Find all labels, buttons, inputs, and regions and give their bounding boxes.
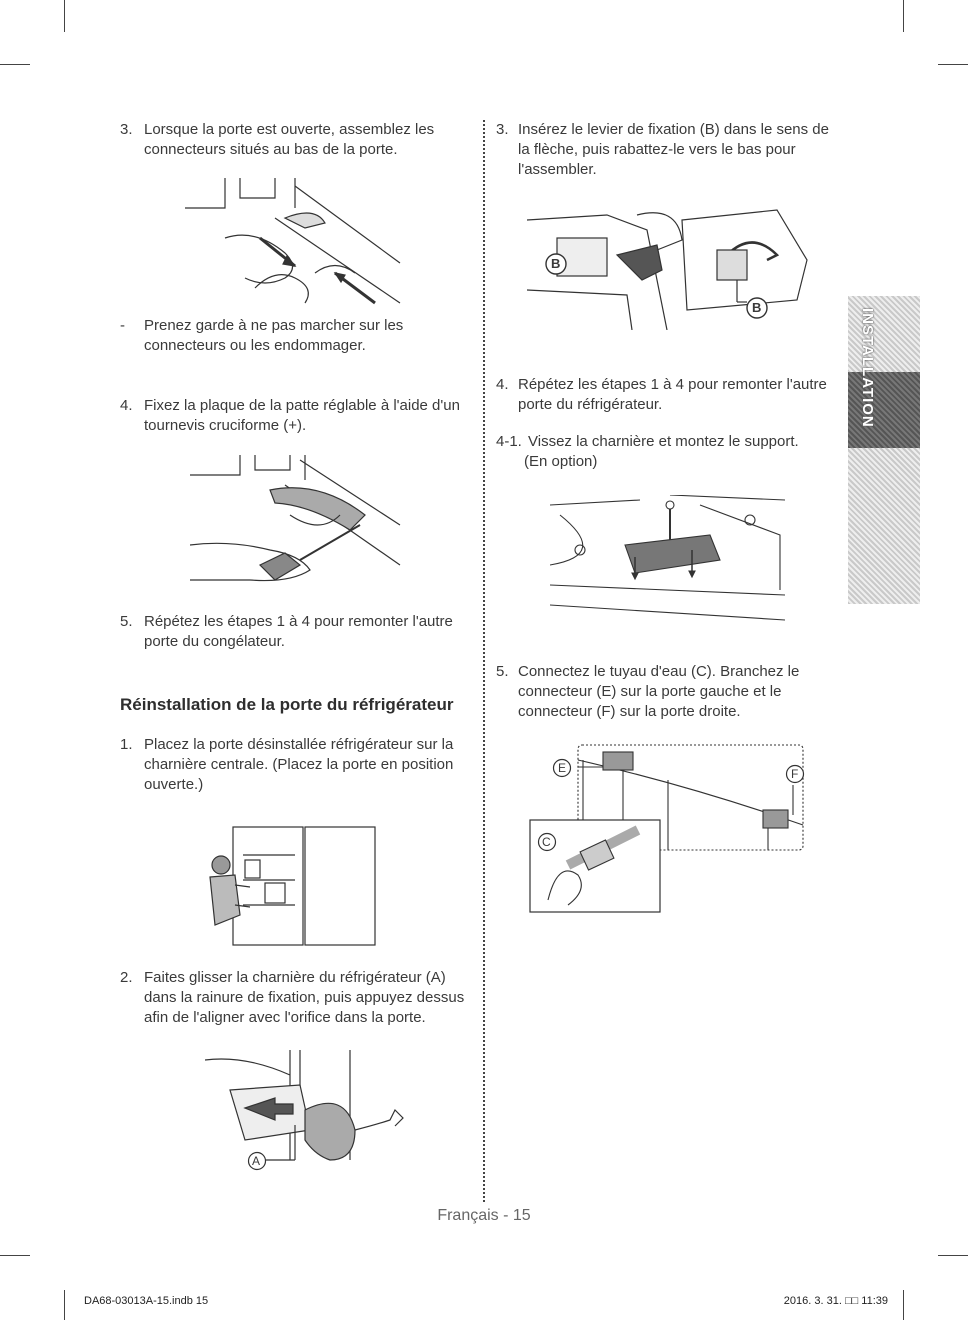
crop-mark <box>903 1290 904 1320</box>
step-number: 4. <box>120 397 133 414</box>
step-subtext: (En option) <box>524 453 598 470</box>
callout-b-left <box>544 252 568 276</box>
column-divider <box>483 120 485 1202</box>
installation-side-tab: INSTALLATION <box>848 296 920 604</box>
footer-date: 2016. 3. 31. □□ 11:39 <box>783 1295 888 1307</box>
right-step-4-1: 4-1. Vissez la charnière et montez le su… <box>496 432 841 472</box>
figure-screwdriver <box>190 455 405 583</box>
step-number: 4. <box>496 376 509 393</box>
left-step-4: 4. Fixez la plaque de la patte réglable … <box>120 396 480 436</box>
crop-mark <box>903 0 904 32</box>
step-number: 5. <box>120 613 133 630</box>
crop-mark <box>64 1290 65 1320</box>
note-text: Prenez garde à ne pas marcher sur les co… <box>144 317 404 354</box>
step-number: 5. <box>496 663 509 680</box>
step-number: 1. <box>120 736 133 753</box>
left-step-3: 3. Lorsque la porte est ouverte, assembl… <box>120 120 460 160</box>
right-step-4: 4. Répétez les étapes 1 à 4 pour remonte… <box>496 375 841 415</box>
step-text: Faites glisser la charnière du réfrigéra… <box>144 969 465 1026</box>
callout-b-right <box>745 296 769 320</box>
figure-connectors <box>185 178 405 310</box>
figure-person-door <box>205 825 380 947</box>
crop-mark <box>64 0 65 32</box>
label-e: E <box>558 761 567 775</box>
label-f: F <box>791 767 799 781</box>
left-step-5: 5. Répétez les étapes 1 à 4 pour remonte… <box>120 612 470 652</box>
left-note: - Prenez garde à ne pas marcher sur les … <box>120 316 460 356</box>
left-reinstall-step-1: 1. Placez la porte désinstallée réfrigér… <box>120 735 470 795</box>
step-text: Insérez le levier de fixation (B) dans l… <box>518 121 829 178</box>
step-text: Lorsque la porte est ouverte, assemblez … <box>144 121 435 158</box>
callout-c <box>537 832 557 852</box>
callout-f <box>785 764 805 784</box>
step-number: 4-1. <box>496 433 522 450</box>
crop-mark <box>0 1255 30 1256</box>
label-b-left: B <box>551 256 561 271</box>
step-number: 2. <box>120 969 133 986</box>
note-dash: - <box>120 317 125 334</box>
step-text: Connectez le tuyau d'eau (C). Branchez l… <box>518 663 800 720</box>
step-number: 3. <box>120 121 133 138</box>
callout-e <box>552 758 572 778</box>
left-reinstall-step-2: 2. Faites glisser la charnière du réfrig… <box>120 968 480 1028</box>
step-number: 3. <box>496 121 509 138</box>
section-heading: Réinstallation de la porte du réfrigérat… <box>120 695 454 714</box>
step-text: Vissez la charnière et montez le support… <box>528 433 799 450</box>
label-b-right: B <box>752 300 762 315</box>
crop-mark <box>938 1255 968 1256</box>
side-tab-highlight <box>848 372 920 448</box>
step-text: Placez la porte désinstallée réfrigérate… <box>144 736 454 793</box>
footer-file-name: DA68-03013A-15.indb 15 <box>84 1295 209 1307</box>
label-c: C <box>542 835 551 849</box>
step-text: Fixez la plaque de la patte réglable à l… <box>144 397 460 434</box>
crop-mark <box>938 64 968 65</box>
right-step-3: 3. Insérez le levier de fixation (B) dan… <box>496 120 836 180</box>
crop-mark <box>0 64 30 65</box>
right-step-5: 5. Connectez le tuyau d'eau (C). Branche… <box>496 662 836 722</box>
page-number: Français - 15 <box>437 1207 531 1224</box>
figure-hinge-a <box>205 1050 405 1180</box>
figure-support-bracket <box>550 495 790 625</box>
step-text: Répétez les étapes 1 à 4 pour remonter l… <box>518 376 827 413</box>
figure-lever-b <box>527 200 827 330</box>
callout-a <box>247 1151 267 1171</box>
step-text: Répétez les étapes 1 à 4 pour remonter l… <box>144 613 453 650</box>
side-tab-label: INSTALLATION <box>859 308 876 428</box>
label-a: A <box>252 1154 261 1168</box>
